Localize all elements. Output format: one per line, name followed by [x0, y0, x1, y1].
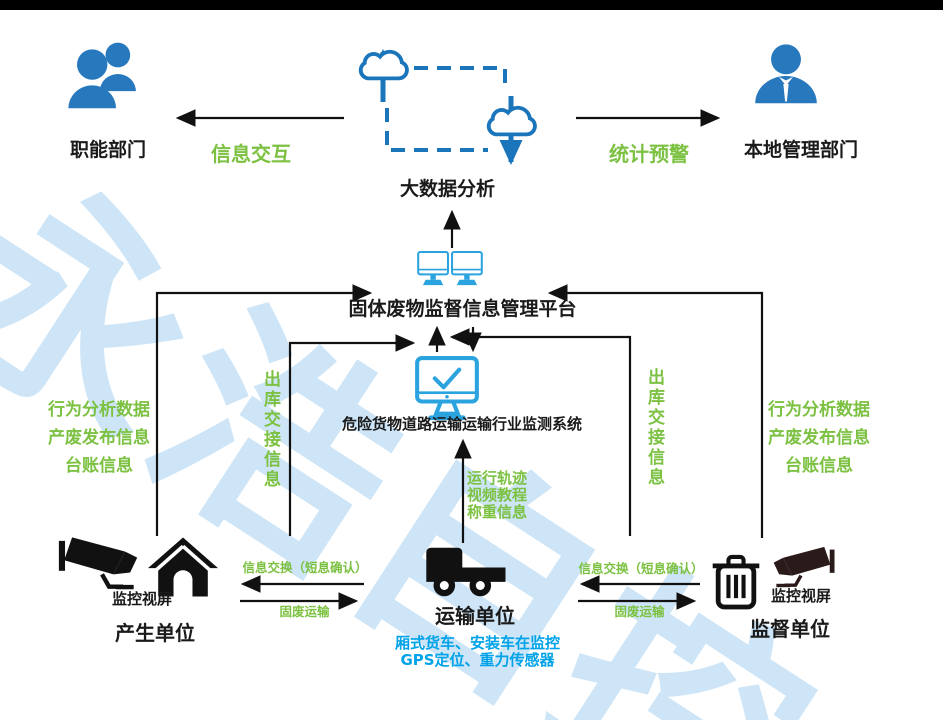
- producer-data-panel: 行为分析数据 产废发布信息 台账信息: [40, 396, 158, 480]
- stats-warning-label: 统计预警: [609, 142, 689, 166]
- panel-line: 称重信息: [467, 503, 528, 521]
- platform-monitors-icon: [417, 251, 483, 286]
- platform-label: 固体废物监督信息管理平台: [348, 298, 577, 320]
- producer-camera-label: 监控视屏: [111, 590, 172, 608]
- panel-line: 台账信息: [785, 456, 853, 476]
- dashed-cloud-link-bottom: [385, 108, 488, 152]
- cctv-camera-left-icon: [58, 537, 138, 590]
- cctv-camera-right-icon: [773, 546, 835, 588]
- truck-data-panel: 运行轨迹 视频教程 称重信息: [467, 470, 527, 521]
- line-producer-to-platform: [155, 284, 373, 536]
- panel-line: 产废发布信息: [48, 428, 150, 448]
- panel-line: 产废发布信息: [768, 428, 870, 448]
- house-icon: [147, 537, 219, 597]
- panel-line: 运行轨迹: [467, 469, 528, 487]
- cloud-upload-icon: [358, 49, 409, 81]
- cloud-download-icon: [486, 105, 537, 137]
- exchange-right-label: 信息交换（短息确认）: [578, 561, 704, 576]
- top-black-bar: [0, 0, 943, 10]
- panel-line: 行为分析数据: [768, 400, 870, 420]
- exchange-left-label: 信息交换（短息确认）: [242, 560, 368, 575]
- line-producer-to-system: [288, 334, 416, 536]
- local-mgmt-label: 本地管理部门: [743, 139, 858, 161]
- functional-dept-label: 职能部门: [69, 139, 146, 161]
- dashed-cloud-link-top: [414, 66, 507, 90]
- note-line: GPS定位、重力传感器: [400, 650, 555, 669]
- trash-bin-icon: [712, 554, 760, 610]
- transport-right-label: 固废运输: [614, 604, 665, 619]
- panel-line: 行为分析数据: [48, 400, 150, 420]
- line-supervisor-to-platform: [547, 284, 764, 538]
- panel-line: 台账信息: [65, 456, 133, 476]
- outbound-handover-left-label: 出库交接信息: [260, 370, 280, 490]
- truck-icon: [426, 547, 506, 597]
- outbound-handover-right-label: 出库交接信息: [644, 368, 664, 488]
- transport-left-label: 固废运输: [279, 604, 330, 619]
- info-interaction-label: 信息交互: [211, 142, 291, 166]
- transporter-label: 运输单位: [435, 604, 515, 628]
- transporter-notes: 厢式货车、安装车在监控 GPS定位、重力传感器: [380, 635, 575, 668]
- supervisor-label: 监督单位: [750, 617, 830, 641]
- supervisor-camera-label: 监控视屏: [770, 587, 831, 605]
- functional-dept-icon: [68, 42, 136, 109]
- big-data-label: 大数据分析: [399, 178, 495, 200]
- note-line: 厢式货车、安装车在监控: [394, 634, 560, 652]
- producer-label: 产生单位: [115, 621, 195, 645]
- local-mgmt-icon: [755, 44, 817, 104]
- panel-line: 视频教程: [467, 486, 528, 504]
- monitoring-system-label: 危险货物道路运输运输行业监测系统: [342, 415, 583, 433]
- monitoring-system-icon: [415, 356, 479, 421]
- supervisor-data-panel: 行为分析数据 产废发布信息 台账信息: [760, 396, 878, 480]
- line-supervisor-to-system: [449, 328, 632, 536]
